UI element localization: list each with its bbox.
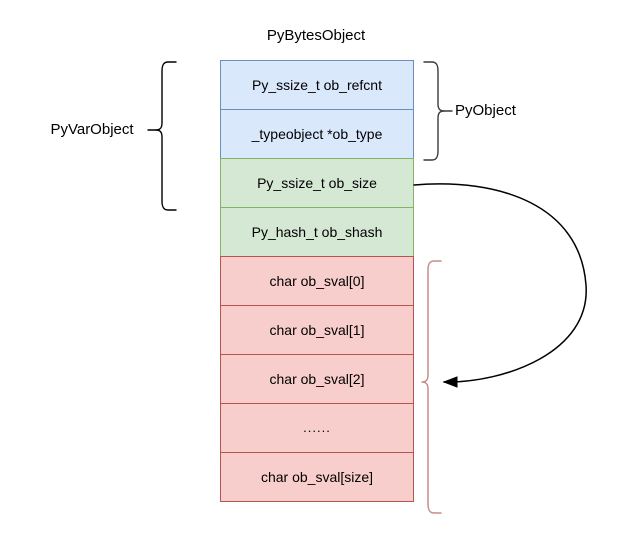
field-row-ellipsis: ...... — [220, 403, 414, 453]
field-row-ob-refcnt: Py_ssize_t ob_refcnt — [220, 60, 414, 110]
pyvarobject-label: PyVarObject — [50, 121, 134, 138]
field-row-ob-sval-0: char ob_sval[0] — [220, 256, 414, 306]
page-title: PyBytesObject — [266, 27, 366, 44]
field-row-ob-sval-2: char ob_sval[2] — [220, 354, 414, 404]
ob-size-to-payload-arrow-icon — [413, 183, 587, 388]
pyobject-brace-icon — [423, 61, 453, 161]
struct-field-stack: Py_ssize_t ob_refcnt _typeobject *ob_typ… — [220, 60, 414, 502]
pyobject-label: PyObject — [455, 102, 516, 119]
payload-brace-icon — [421, 260, 442, 514]
field-row-ob-size: Py_ssize_t ob_size — [220, 158, 414, 208]
field-row-ob-sval-size: char ob_sval[size] — [220, 452, 414, 502]
field-row-ob-type: _typeobject *ob_type — [220, 109, 414, 159]
field-row-ob-shash: Py_hash_t ob_shash — [220, 207, 414, 257]
field-row-ob-sval-1: char ob_sval[1] — [220, 305, 414, 355]
